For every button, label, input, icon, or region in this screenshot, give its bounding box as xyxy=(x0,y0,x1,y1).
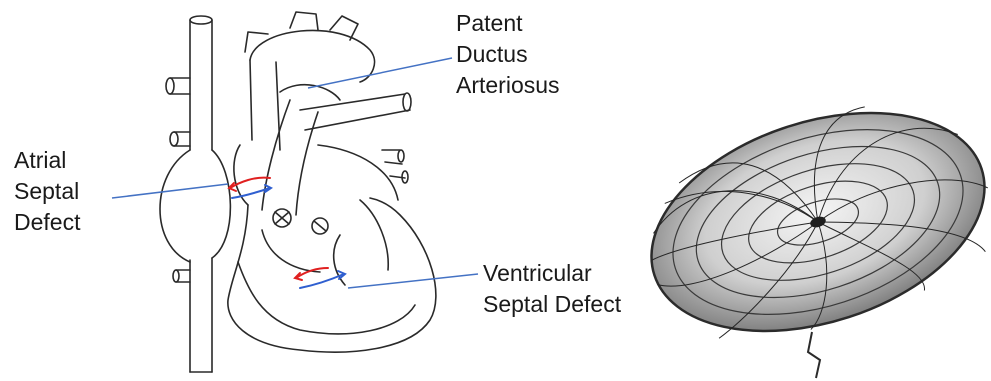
asd-label-line-2: Septal xyxy=(14,176,80,207)
pda-label-line-2: Ductus xyxy=(456,39,560,70)
vsd-label-line-2: Septal Defect xyxy=(483,289,621,320)
pda-label: Patent Ductus Arteriosus xyxy=(456,8,560,101)
pda-label-line-3: Arteriosus xyxy=(456,70,560,101)
vsd-label: Ventricular Septal Defect xyxy=(483,258,621,320)
asd-label-line-1: Atrial xyxy=(14,145,80,176)
asd-label-line-3: Defect xyxy=(14,207,80,238)
pda-label-line-1: Patent xyxy=(456,8,560,39)
vsd-label-line-1: Ventricular xyxy=(483,258,621,289)
asd-label: Atrial Septal Defect xyxy=(14,145,80,238)
